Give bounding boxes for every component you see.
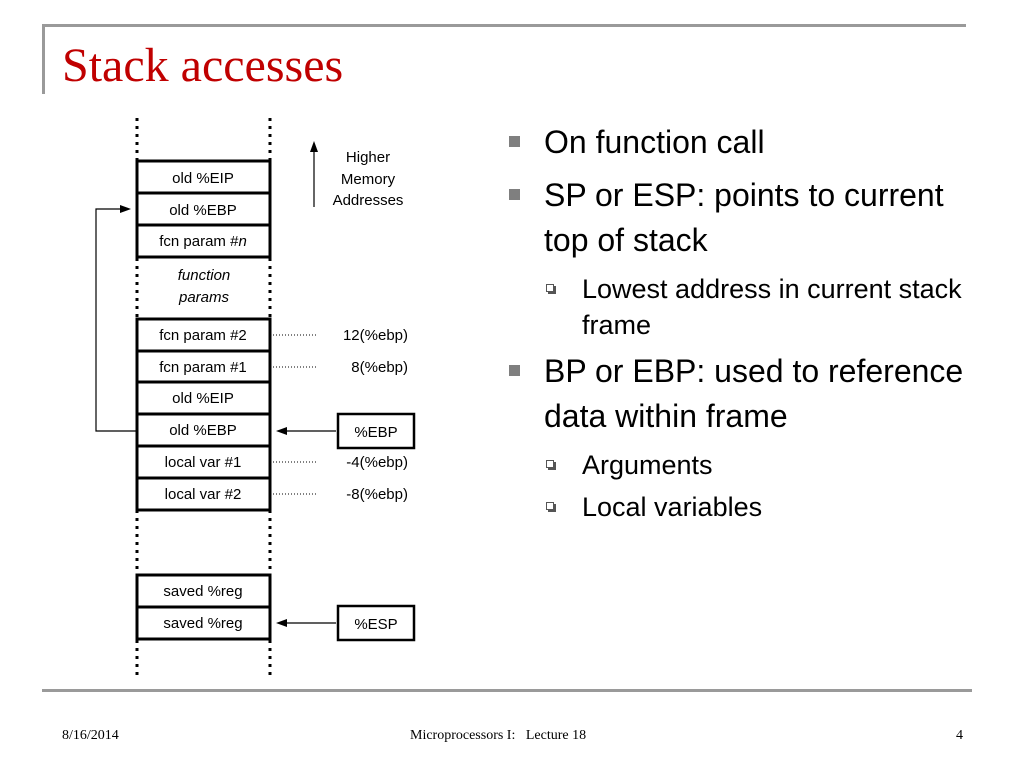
stack-cell-param-n: fcn param #n	[159, 233, 247, 250]
stack-cell-local-var-1: local var #1	[165, 454, 242, 471]
saved-ebp-link-line	[95, 208, 137, 432]
higher-memory-arrowhead	[310, 141, 318, 152]
footer-divider	[42, 689, 972, 692]
sub-bullet-item: Local variables	[504, 489, 964, 525]
bullet-text: BP or EBP: used to reference data within…	[544, 353, 964, 434]
higher-memory-label-3: Addresses	[333, 192, 404, 209]
bullet-text: On function call	[544, 124, 765, 160]
slide-number: 4	[956, 728, 963, 743]
function-params-label-2: params	[178, 289, 230, 306]
stack-cell-saved-reg-1: saved %reg	[163, 583, 242, 600]
ebp-register-box	[336, 412, 416, 450]
sub-bullet-text: Arguments	[582, 450, 713, 480]
hollow-square-bullet-icon	[546, 460, 554, 468]
ebp-pointer-arrowhead	[276, 427, 287, 435]
stack-cell-param-1: fcn param #1	[159, 359, 247, 376]
higher-memory-label-1: Higher	[346, 149, 390, 166]
bullet-text: SP or ESP: points to current top of stac…	[544, 177, 944, 258]
left-frame-line	[42, 24, 45, 94]
footer-date: 8/16/2014	[62, 728, 119, 743]
square-bullet-icon	[509, 365, 520, 376]
function-params-label-1: function	[178, 267, 231, 284]
offset-label-8-ebp: 8(%ebp)	[351, 359, 408, 376]
bullet-item: On function call	[504, 120, 964, 165]
sub-bullet-item: Lowest address in current stack frame	[504, 271, 964, 343]
stack-cell-old-eip: old %EIP	[172, 170, 234, 187]
stack-cell-old-ebp: old %EBP	[169, 202, 237, 219]
hollow-square-bullet-icon	[546, 502, 554, 510]
square-bullet-icon	[509, 136, 520, 147]
stack-cell-local-var-2: local var #2	[165, 486, 242, 503]
sub-bullet-text: Lowest address in current stack frame	[582, 274, 962, 340]
saved-ebp-link-arrowhead	[120, 205, 131, 213]
stack-cell-frame-old-ebp: old %EBP	[169, 422, 237, 439]
stack-cell-saved-reg-2: saved %reg	[163, 615, 242, 632]
sub-bullet-text: Local variables	[582, 492, 763, 522]
bullet-item: BP or EBP: used to reference data within…	[504, 349, 964, 439]
stack-cell-frame-old-eip: old %EIP	[172, 390, 234, 407]
stack-cell-param-2: fcn param #2	[159, 327, 247, 344]
top-frame-line	[42, 24, 966, 27]
hollow-square-bullet-icon	[546, 284, 554, 292]
bullet-item: SP or ESP: points to current top of stac…	[504, 173, 964, 263]
sub-bullet-item: Arguments	[504, 447, 964, 483]
square-bullet-icon	[509, 189, 520, 200]
footer-course-title: Microprocessors I: Lecture 18	[410, 728, 587, 743]
slide-title: Stack accesses	[62, 39, 344, 92]
esp-register-label: %ESP	[354, 616, 397, 633]
higher-memory-label-2: Memory	[341, 171, 396, 188]
offset-label-minus8-ebp: -8(%ebp)	[346, 486, 408, 503]
offset-label-minus4-ebp: -4(%ebp)	[346, 454, 408, 471]
esp-register-box	[336, 604, 416, 642]
offset-label-12-ebp: 12(%ebp)	[343, 327, 408, 344]
ebp-register-label: %EBP	[354, 424, 397, 441]
esp-pointer-arrowhead	[276, 619, 287, 627]
bullet-list: On function call SP or ESP: points to cu…	[504, 120, 964, 531]
stack-group-top	[135, 159, 272, 259]
